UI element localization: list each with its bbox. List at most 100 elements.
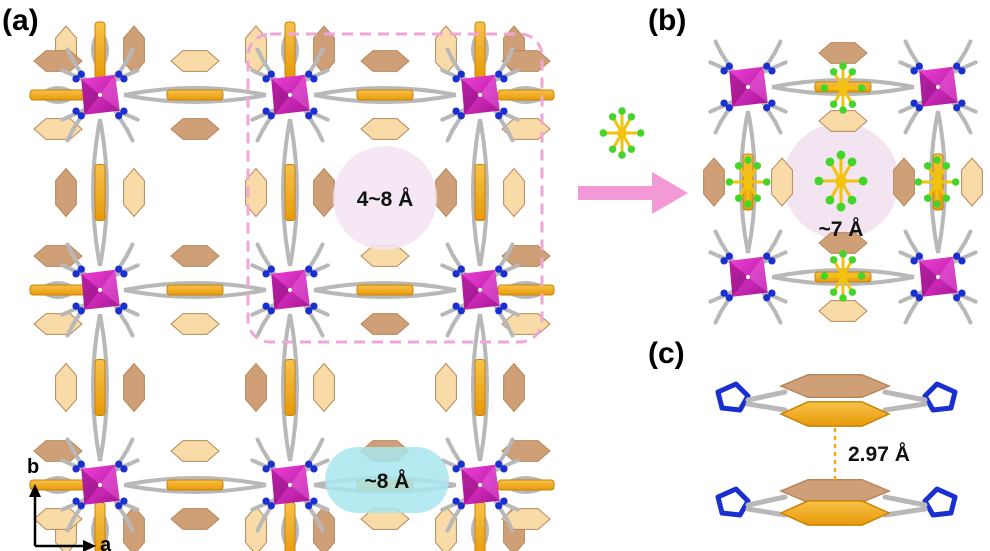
ligand-stub (492, 447, 510, 473)
nitrogen-atom (720, 67, 728, 75)
ligand-stub (898, 99, 926, 114)
ligand-stub (445, 47, 455, 62)
aromatic-ring (818, 300, 868, 322)
aromatic-ring (503, 167, 525, 218)
ligand-stub (125, 128, 135, 143)
metal-node (250, 47, 330, 143)
polyhedron-face (290, 464, 310, 501)
nitrogen-atom (262, 75, 270, 83)
fluorine-atom (618, 151, 626, 159)
linker-bond (91, 118, 102, 267)
imidazole-ring (922, 486, 958, 518)
nitrogen-atom (958, 99, 966, 107)
aromatic-ring (503, 362, 525, 413)
aromatic-ring-edge (497, 89, 555, 101)
nitrogen-atom (115, 502, 123, 510)
nitrogen-atom (305, 460, 313, 468)
ligand-stub (315, 242, 325, 257)
fluorine-atom (848, 100, 857, 108)
fluorine-atom (608, 113, 617, 121)
ligand-stub (250, 497, 278, 512)
nitrogen-atom (768, 99, 776, 107)
aromatic-ring-edge (94, 21, 106, 79)
linker-bond (123, 281, 267, 292)
ligand-stub (70, 252, 88, 278)
nitrogen-atom (500, 107, 508, 115)
ligand-stub (903, 39, 913, 54)
aromatic-ring (779, 500, 891, 526)
ligand-stub (760, 49, 778, 75)
nitrogen-atom (457, 70, 465, 78)
aromatic-ring (313, 505, 335, 551)
anion-insertion (578, 107, 688, 214)
linker-bond (288, 118, 299, 267)
nitrogen-atom (768, 257, 776, 265)
ligand-stub (302, 302, 320, 328)
fluorine-atom (618, 107, 626, 115)
nitrogen-atom (267, 460, 275, 468)
nitrogen-atom (72, 107, 80, 115)
ligand-stub (908, 239, 926, 265)
nitrogen-atom (305, 112, 313, 120)
linker-horizontal (29, 245, 87, 335)
axis-b-label: b (27, 456, 39, 478)
aromatic-ring-edge (166, 89, 224, 101)
ligand-stub (903, 120, 913, 135)
insertion-arrow-shaft (578, 186, 654, 200)
aromatic-ring-edge (474, 359, 486, 416)
ligand-stub (760, 289, 788, 304)
aromatic-ring-edge (94, 359, 106, 416)
ligand-stub (713, 120, 723, 135)
nitrogen-atom (910, 99, 918, 107)
polyhedron-face (290, 74, 310, 111)
aromatic-ring (360, 313, 410, 335)
nitrogen-atom (120, 107, 128, 115)
fluorine-atom (933, 200, 941, 208)
nitrogen-atom (72, 497, 80, 505)
ligand-stub (950, 250, 978, 265)
aromatic-ring (55, 167, 77, 218)
nitrogen-atom (958, 289, 966, 297)
aromatic-ring-edge (284, 502, 296, 551)
fluorine-atom (814, 176, 824, 186)
ligand-stub (60, 302, 88, 317)
ligand-stub (450, 497, 468, 523)
ligand-stub (760, 250, 788, 265)
linker-bond (882, 401, 928, 413)
fluorine-atom (762, 178, 771, 186)
linker-bond (98, 313, 109, 462)
fluorine-atom (820, 272, 829, 280)
aromatic-ring (435, 362, 457, 413)
polyhedron-face (729, 70, 748, 107)
ligand-stub (450, 302, 468, 328)
ligand-stub (492, 107, 510, 133)
ligand-stub (315, 47, 325, 62)
nitrogen-atom (310, 465, 318, 473)
anion-molecule (599, 107, 645, 159)
ligand-stub (315, 128, 325, 143)
ligand-stub (505, 323, 515, 338)
nitrogen-atom (500, 302, 508, 310)
ligand-stub (440, 497, 468, 512)
unit-cell-highlight (246, 32, 544, 344)
nitrogen-atom (958, 257, 966, 265)
ligand-stub (260, 107, 278, 133)
nitrogen-atom (495, 265, 503, 273)
fluorine-atom (848, 256, 857, 264)
aromatic-ring-edge (94, 164, 106, 221)
ligand-stub (492, 263, 520, 278)
linker-vertical (55, 118, 145, 267)
ligand-stub (963, 310, 973, 325)
panel-b: (b) ~7 Å (648, 4, 983, 325)
linker-bond (123, 483, 267, 494)
ligand-stub (255, 128, 265, 143)
ligand-stub (898, 289, 926, 304)
fluorine-atom (923, 162, 932, 170)
linker-horizontal (29, 440, 87, 530)
ligand-stub (450, 57, 468, 83)
nitrogen-atom (495, 70, 503, 78)
nitrogen-atom (120, 497, 128, 505)
ligand-stub (505, 47, 515, 62)
anion-molecule (914, 156, 960, 208)
aromatic-ring-edge (284, 359, 296, 416)
